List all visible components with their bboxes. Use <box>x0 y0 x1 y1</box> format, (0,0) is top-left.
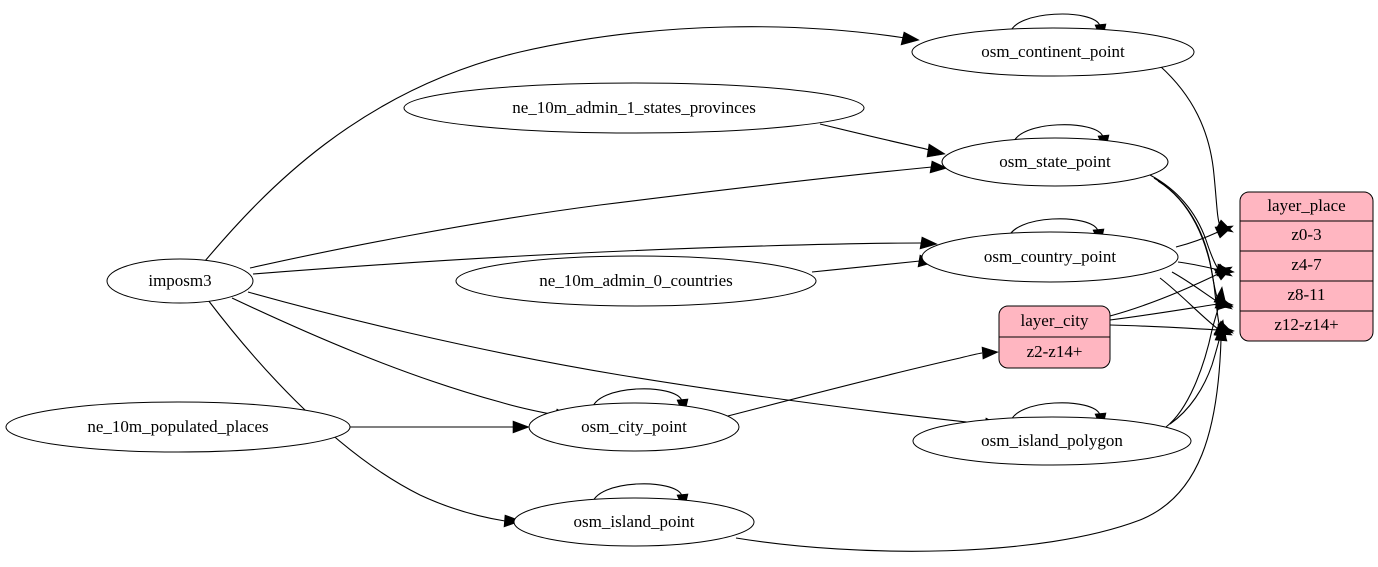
self-loop-osm_continent_point <box>1009 13 1101 35</box>
node-shape-ellipse[interactable] <box>5 401 351 453</box>
node-shape-ellipse[interactable] <box>921 231 1179 283</box>
node-shape-ellipse[interactable] <box>455 255 817 307</box>
edge-osm_country_point-to-layer_place-z8-11 <box>1171 271 1219 303</box>
arrowhead <box>503 514 522 528</box>
arrowhead <box>981 346 999 360</box>
record-node-layer: layer_city z2-z14+ layer_place z0-3 z4-7… <box>998 191 1374 369</box>
record-row-z4-7[interactable]: z4-7 <box>1291 255 1322 274</box>
node-osm_island_point[interactable]: osm_island_point <box>513 497 755 547</box>
record-row-z0-3[interactable]: z0-3 <box>1291 225 1321 244</box>
node-shape-ellipse[interactable] <box>513 497 755 547</box>
arrowhead <box>512 420 530 434</box>
arrowhead <box>900 31 920 46</box>
edge-layer_city-to-layer_place-z12-z14+ <box>1109 324 1219 331</box>
node-ne_10m_admin_0_countries[interactable]: ne_10m_admin_0_countries <box>455 255 817 307</box>
node-shape-ellipse[interactable] <box>528 402 740 452</box>
arrowhead <box>919 236 938 250</box>
record-row-z12-z14plus[interactable]: z12-z14+ <box>1274 315 1338 334</box>
edge-layer <box>204 13 1235 552</box>
node-shape-ellipse[interactable] <box>941 137 1169 187</box>
node-shape-ellipse[interactable] <box>403 82 865 134</box>
record-row-header-layer_place: layer_place <box>1267 196 1345 215</box>
node-shape-ellipse[interactable] <box>911 27 1195 77</box>
edge-imposm3-to-osm_state_point <box>249 166 933 269</box>
self-loop-osm_state_point <box>1012 124 1104 146</box>
self-loop-osm_city_point <box>591 388 683 411</box>
edge-osm_island_polygon-to-layer_place-z12-z14+ <box>1169 336 1221 425</box>
edge-osm_country_point-to-layer_place-z4-7 <box>1177 261 1220 271</box>
edge-osm_city_point-to-layer_city-z2-z14+ <box>723 352 983 418</box>
node-label: osm_island_polygon <box>981 431 1123 450</box>
edge-osm_country_point-to-layer_place-z12-z14+ <box>1159 277 1219 330</box>
node-osm_island_polygon[interactable]: osm_island_polygon <box>912 416 1192 466</box>
edge-osm_continent_point-to-layer_place-z0-3 <box>1159 65 1221 227</box>
node-imposm3[interactable]: imposm3 <box>106 258 254 304</box>
arrowhead <box>1213 266 1233 281</box>
node-label: osm_city_point <box>581 417 687 436</box>
record-box-shape[interactable] <box>1239 191 1374 342</box>
node-label: osm_country_point <box>984 247 1116 266</box>
edge-osm_island_polygon-to-layer_place-z8-11 <box>1165 303 1221 428</box>
edge-osm_state_point-to-layer_place-z12-z14+ <box>1157 180 1221 329</box>
node-ne_10m_admin_1_states_provinces[interactable]: ne_10m_admin_1_states_provinces <box>403 82 865 134</box>
record-row-header-layer_city: layer_city <box>1021 311 1089 330</box>
node-osm_continent_point[interactable]: osm_continent_point <box>911 27 1195 77</box>
arrowhead <box>1213 286 1227 305</box>
node-label: ne_10m_admin_0_countries <box>539 271 733 290</box>
arrowhead <box>926 143 946 158</box>
node-osm_country_point[interactable]: osm_country_point <box>921 231 1179 283</box>
edge-imposm3-to-osm_continent_point <box>204 26 906 262</box>
node-osm_state_point[interactable]: osm_state_point <box>941 137 1169 187</box>
node-label: osm_state_point <box>999 152 1111 171</box>
node-label: osm_continent_point <box>981 42 1125 61</box>
node-label: ne_10m_populated_places <box>87 417 268 436</box>
node-layer_city[interactable]: layer_city z2-z14+ <box>998 305 1111 369</box>
node-osm_city_point[interactable]: osm_city_point <box>528 402 740 452</box>
arrowhead <box>929 160 948 174</box>
node-layer_place[interactable]: layer_place z0-3 z4-7 z8-11 z12-z14+ <box>1239 191 1374 342</box>
self-loop-osm_island_point <box>591 483 683 506</box>
edge-osm_island_point-to-layer_place-z12-z14+ <box>735 339 1222 552</box>
record-row-z2-z14plus[interactable]: z2-z14+ <box>1027 342 1083 361</box>
arrowhead <box>1213 319 1227 338</box>
edge-imposm3-to-osm_island_polygon <box>247 291 986 425</box>
self-loop-osm_island_polygon <box>1009 402 1101 425</box>
edge-osm_state_point-to-layer_place-z8-11 <box>1153 177 1220 304</box>
self-loop-osm_country_point <box>1007 218 1099 241</box>
edge-ne_10m_admin_1_states_provinces-to-osm_state_point <box>819 123 931 151</box>
node-ne_10m_populated_places[interactable]: ne_10m_populated_places <box>5 401 351 453</box>
node-shape-ellipse[interactable] <box>912 416 1192 466</box>
record-row-z8-11[interactable]: z8-11 <box>1287 285 1325 304</box>
edge-osm_state_point-to-layer_place-z4-7 <box>1149 174 1220 271</box>
edge-osm_country_point-to-layer_place-z0-3 <box>1175 231 1219 248</box>
edge-imposm3-to-osm_city_point <box>231 297 557 416</box>
edge-layer_city-to-layer_place-z8-11 <box>1109 303 1219 321</box>
edge-ne_10m_admin_0_countries-to-osm_country_point <box>811 260 921 273</box>
arrowhead <box>1214 225 1234 239</box>
edge-layer_city-to-layer_place-z4-7 <box>1109 273 1219 317</box>
node-shape-ellipse[interactable] <box>106 258 254 304</box>
node-label: imposm3 <box>148 271 211 290</box>
edge-imposm3-to-osm_island_point <box>207 299 506 522</box>
edge-imposm3-to-osm_country_point <box>252 242 923 275</box>
node-label: ne_10m_admin_1_states_provinces <box>512 98 756 117</box>
node-layer: imposm3 ne_10m_populated_places ne_10m_a… <box>5 27 1195 547</box>
node-label: osm_island_point <box>574 512 695 531</box>
